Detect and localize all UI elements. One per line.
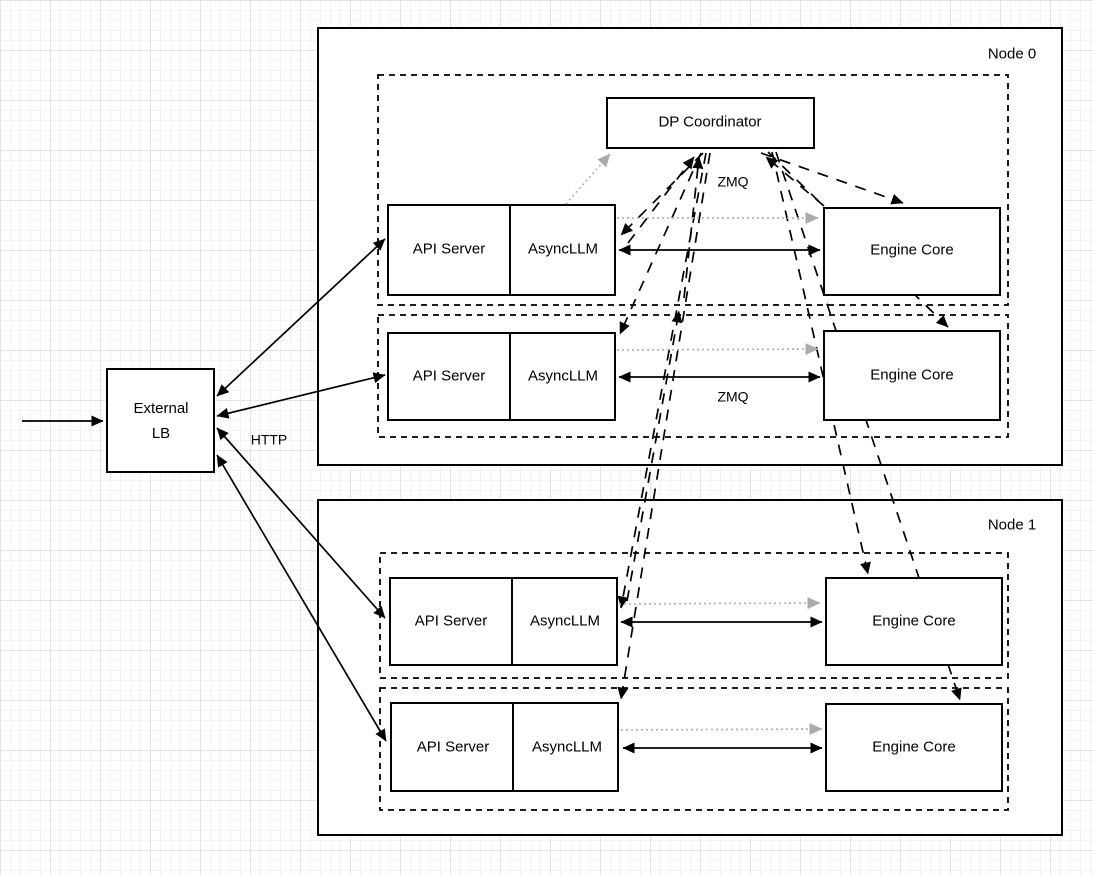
n0r1-asyncllm-label: AsyncLLM [527,240,599,258]
n0r1-engine-core-label: Engine Core [870,241,954,259]
node0-label: Node 0 [987,45,1037,63]
dotted-arrow-asyncllm-to-enginecore-n1r2 [620,723,823,736]
n1r1-engine-core-box [825,577,1003,666]
dashed-arrow-dp-to-enginecore-n1r1 [771,151,871,575]
solid-connectors [22,238,823,754]
external-lb-box [106,368,215,473]
dp-coordinator-box [606,97,815,149]
n0r2-engine-core-label: Engine Core [870,366,954,384]
dashed-arrow-up-to-dp [683,156,704,299]
n1r1-engine-core-label: Engine Core [872,612,956,630]
n0r2-apiserver-asyncllm-box [387,332,616,421]
n0r2-api-server-label: API Server [412,367,486,385]
n1r1-api-server-label: API Server [414,612,488,630]
solid-arrow-lb-n0r2-api [216,372,386,419]
dotted-arrow-asyncllm-to-enginecore-n1r1 [618,597,821,610]
external-lb-label-line1: External [133,400,189,417]
n0r1-apiserver-asyncllm-box [387,204,616,296]
solid-arrow-lb-n0r1-api [216,238,386,397]
external-lb-label-line2: LB [151,425,171,442]
zmq-label-row2: ZMQ [717,388,749,405]
n1r2-engine-core-label: Engine Core [872,738,956,756]
shape-boxes [106,97,1003,792]
n1r2-asyncllm-label: AsyncLLM [531,738,603,756]
n0r1-engine-core-box [823,207,1001,296]
n1r1-apiserver-asyncllm-box [389,577,618,666]
n1r2-engine-core-box [825,703,1003,792]
external-lb-label: External LB [133,396,188,446]
n0r1-api-server-label: API Server [412,240,486,258]
dashed-arrow-asyncllm-n0r1-to-dp [627,156,695,244]
node1-label: Node 1 [987,516,1037,534]
n1r2-apiserver-asyncllm-box [390,702,619,792]
zmq-label-top: ZMQ [717,173,749,190]
node1-row2-dashed-group [379,687,1009,811]
dashed-arrow-dp-to-asyncllm-n0r2 [619,152,702,335]
dashed-arrow-dp-to-asyncllm-n1r2 [617,152,711,700]
n0r2-engine-core-box [823,330,1001,421]
solid-arrow-lb-n1r2-api [216,454,387,742]
dp-coordinator-label: DP Coordinator [658,113,762,131]
n1r1-asyncllm-label: AsyncLLM [529,612,601,630]
dashed-arrow-dp-to-asyncllm-n1r1 [617,152,707,609]
dashed-arrow-asyncllm-n1-up [626,310,683,602]
n0r2-asyncllm-label: AsyncLLM [527,367,599,385]
dotted-arrow-asyncllm-to-enginecore-n0r2 [616,343,819,356]
dotted-arrow-asyncllm-to-dp-coordinator [565,153,611,205]
gray-dotted-connectors [565,153,823,736]
n1r2-api-server-label: API Server [416,738,490,756]
dashed-arrow-enginecore-n0r1-to-dp [765,156,825,207]
http-label: HTTP [250,431,288,448]
dashed-arrow-dp-to-enginecore-n0r1 [760,152,904,205]
